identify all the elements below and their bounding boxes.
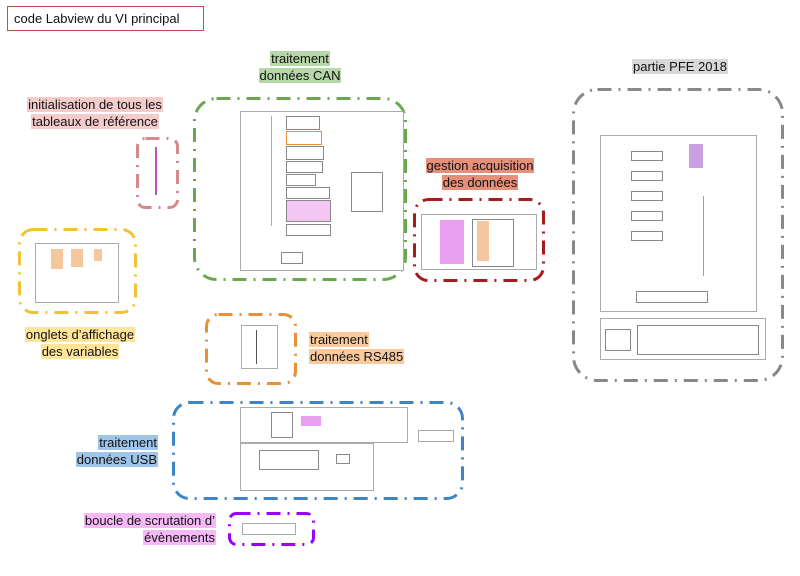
frame-onglets <box>18 228 137 314</box>
label-can: traitement données CAN <box>258 51 342 83</box>
events-code-diagram <box>242 523 296 535</box>
acquisition-code-diagram <box>421 214 537 270</box>
rs485-code-diagram <box>241 325 278 369</box>
init-code-diagram <box>147 145 165 197</box>
label-init: initialisation de tous les tableaux de r… <box>27 97 163 129</box>
onglets-code-diagram <box>35 243 119 303</box>
label-acquisition: gestion acquisition des données <box>425 158 535 190</box>
label-rs485: traitement données RS485 <box>309 332 405 364</box>
frame-acquisition <box>413 198 545 282</box>
pfe-code-diagram <box>600 135 757 312</box>
can-code-diagram <box>240 111 404 271</box>
usb-code-bottom <box>240 443 374 491</box>
frame-can <box>193 97 407 281</box>
label-events: boucle de scrutation d’ évènements <box>83 513 216 545</box>
label-onglets: onglets d’affichage des variables <box>24 327 136 359</box>
diagram-title: code Labview du VI principal <box>7 6 204 31</box>
usb-code-top <box>240 407 408 443</box>
frame-init <box>136 137 179 209</box>
frame-rs485 <box>205 313 297 385</box>
pfe-bottom-diagram <box>600 318 766 360</box>
frame-usb <box>172 401 464 500</box>
usb-code-side <box>418 430 454 442</box>
frame-events <box>228 512 315 546</box>
label-pfe: partie PFE 2018 <box>632 59 728 74</box>
label-usb: traitement données USB <box>75 435 158 467</box>
